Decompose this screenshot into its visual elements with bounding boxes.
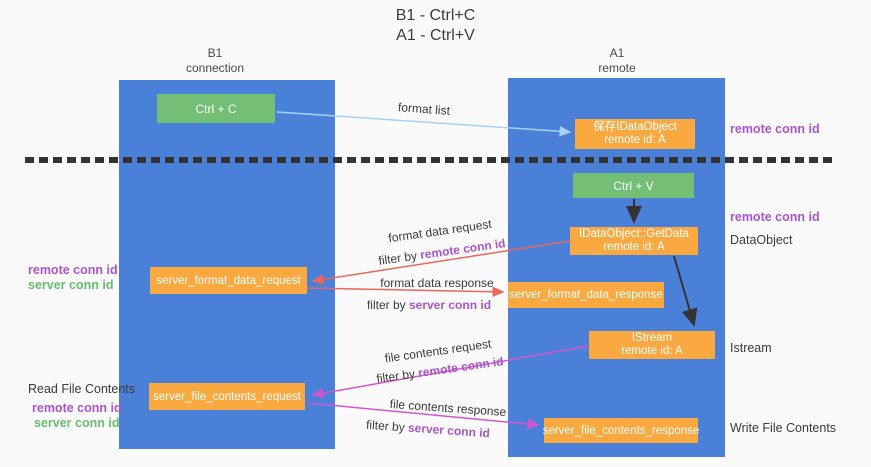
istream-box: IStream remote id: A (589, 331, 715, 359)
left-label-server-conn-id-2: server conn id (34, 416, 120, 430)
idataobject-getdata-box: IDataObject::GetData remote id: A (570, 227, 698, 255)
right-label-istream: Istream (730, 341, 772, 355)
diagram-title: B1 - Ctrl+C A1 - Ctrl+V (0, 6, 871, 46)
right-label-dataobject: DataObject (730, 233, 793, 247)
right-label-remote-conn-id-mid: remote conn id (730, 210, 820, 224)
server-file-contents-request-box: server_file_contents_request (149, 383, 305, 410)
left-label-server-conn-id-1: server conn id (28, 278, 114, 292)
server-format-data-request-label: server_format_data_request (156, 274, 301, 287)
save-idataobject-line1: 保存IDataObject (593, 120, 677, 133)
filter-key-server-conn-id: server conn id (407, 420, 491, 441)
ctrl-v-label: Ctrl + V (613, 178, 654, 193)
server-file-contents-response-box: server_file_contents_response (542, 418, 700, 443)
server-format-data-request-box: server_format_data_request (150, 267, 307, 294)
right-label-remote-conn-id-top: remote conn id (730, 122, 820, 136)
save-idataobject-line2: remote id: A (604, 134, 666, 146)
ctrl-c-label: Ctrl + C (195, 101, 237, 116)
ctrl-v-box: Ctrl + V (573, 173, 694, 198)
column-b1-name: B1 (207, 46, 223, 60)
column-a1-name: A1 (609, 46, 625, 60)
label-file-contents-response-filter: filter by server conn id (366, 418, 491, 441)
ctrl-c-box: Ctrl + C (157, 94, 275, 123)
istream-line2: remote id: A (621, 345, 683, 357)
server-file-contents-response-label: server_file_contents_response (542, 424, 700, 437)
istream-line1: IStream (631, 331, 673, 344)
filter-prefix: filter by (366, 298, 409, 312)
title-line-1: B1 - Ctrl+C (395, 7, 476, 24)
server-format-data-response-label: server_format_data_response (509, 289, 663, 301)
column-header-b1: B1 connection (145, 46, 285, 76)
server-file-contents-request-label: server_file_contents_request (153, 390, 301, 403)
label-format-list: format list (397, 100, 451, 118)
getdata-line1: IDataObject::GetData (579, 227, 689, 240)
filter-key-remote-conn-id: remote conn id (419, 236, 507, 262)
right-label-write-file-contents: Write File Contents (730, 421, 837, 435)
column-b1-role: connection (185, 61, 245, 75)
left-label-remote-conn-id-2: remote conn id (32, 401, 122, 415)
left-label-read-file-contents: Read File Contents (28, 382, 136, 396)
filter-key-server-conn-id: server conn id (408, 298, 492, 312)
filter-prefix: filter by (377, 248, 422, 268)
left-label-remote-conn-id-1: remote conn id (28, 263, 118, 277)
label-format-data-response-filter: filter by server conn id (367, 298, 491, 312)
column-header-a1: A1 remote (547, 46, 687, 76)
column-a1-role: remote (598, 61, 636, 75)
save-idataobject-box: 保存IDataObject remote id: A (575, 119, 695, 149)
label-file-contents-response: file contents response (389, 396, 507, 420)
filter-prefix: filter by (365, 417, 409, 435)
label-format-data-response: format data response (380, 276, 494, 290)
title-line-2: A1 - Ctrl+V (396, 27, 475, 44)
filter-prefix: filter by (375, 366, 420, 386)
getdata-line2: remote id: A (603, 241, 665, 253)
server-format-data-response-box: server_format_data_response (508, 282, 664, 308)
